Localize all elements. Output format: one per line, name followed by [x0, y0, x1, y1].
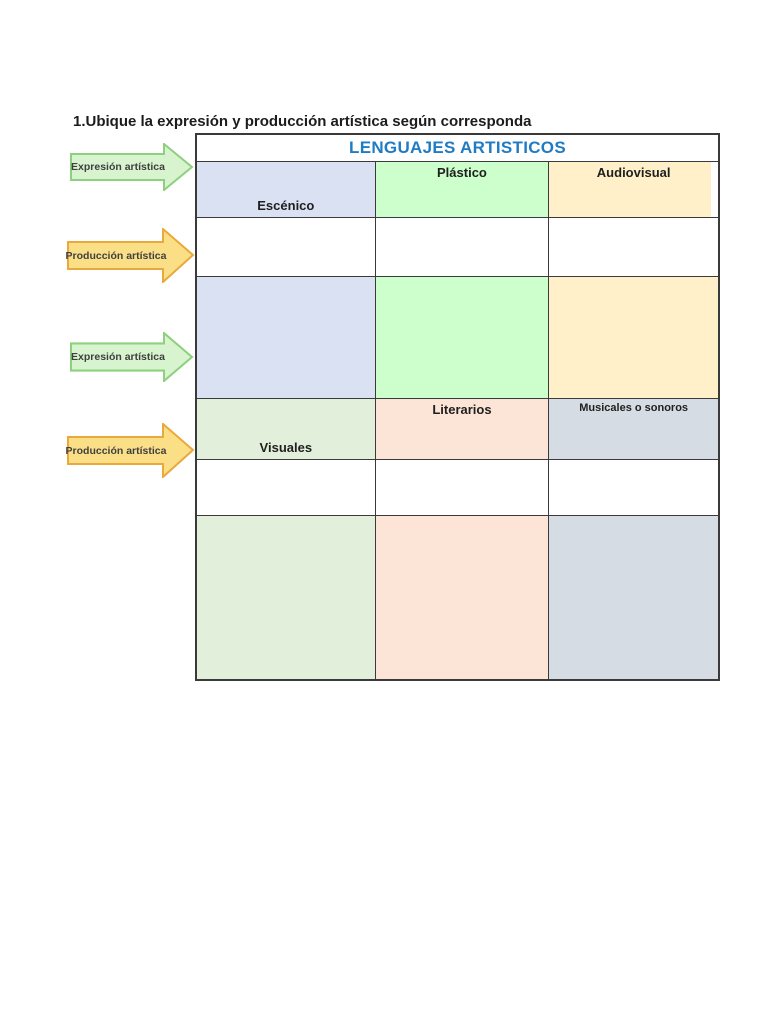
table-title-cell: LENGUAJES ARTISTICOS [197, 135, 718, 162]
cell-escenico: Escénico [197, 161, 376, 219]
answer-cell-musicales-expresion [549, 460, 718, 517]
produccion-artistica-arrow-2: Producción artística [65, 423, 195, 478]
answer-cell-musicales-produccion [549, 516, 718, 679]
block-arrow-right-icon [67, 228, 195, 283]
cell-audiovisual: Audiovisual [549, 161, 718, 219]
arrow-label: Producción artística [65, 444, 167, 457]
musicales-label: Musicales o sonoros [579, 402, 689, 415]
answer-cell-audiovisual-produccion [549, 276, 718, 400]
lenguajes-artisticos-table: LENGUAJES ARTISTICOS Escénico Plástico A… [195, 133, 720, 681]
cell-literarios: Literarios [375, 399, 550, 460]
answer-cell-audiovisual-expresion [549, 218, 718, 277]
block-arrow-right-icon [70, 143, 194, 191]
block-arrow-right-icon [70, 332, 194, 382]
cell-musicales: Musicales o sonoros [549, 399, 718, 460]
block-arrow-right-icon [67, 423, 195, 478]
produccion-artistica-arrow-1: Producción artística [65, 228, 195, 283]
answer-cell-literarios-produccion [375, 516, 550, 679]
answer-cell-visuales-produccion [197, 516, 376, 679]
answer-cell-literarios-expresion [375, 459, 550, 517]
arrow-label: Expresión artística [71, 161, 165, 173]
answer-cell-plastico-expresion [375, 218, 550, 277]
answer-cell-visuales-expresion [197, 459, 376, 517]
cell-visuales: Visuales [197, 399, 376, 460]
escenico-label: Escénico [257, 198, 315, 214]
answer-cell-escenico-produccion [197, 276, 376, 400]
arrow-label: Expresión artística [71, 351, 165, 363]
literarios-label: Literarios [432, 402, 492, 418]
table-title: LENGUAJES ARTISTICOS [349, 137, 566, 157]
instruction-text: 1.Ubique la expresión y producción artís… [73, 113, 532, 130]
audiovisual-label: Audiovisual [596, 164, 671, 180]
expresion-artistica-arrow-2: Expresión artística [70, 332, 194, 382]
plastico-label: Plástico [437, 164, 487, 180]
cell-plastico: Plástico [375, 161, 550, 219]
answer-cell-plastico-produccion [375, 276, 550, 400]
arrow-label: Producción artística [65, 249, 167, 262]
visuales-label: Visuales [259, 439, 313, 455]
expresion-artistica-arrow-1: Expresión artística [70, 143, 194, 191]
answer-cell-escenico-expresion [197, 218, 376, 277]
